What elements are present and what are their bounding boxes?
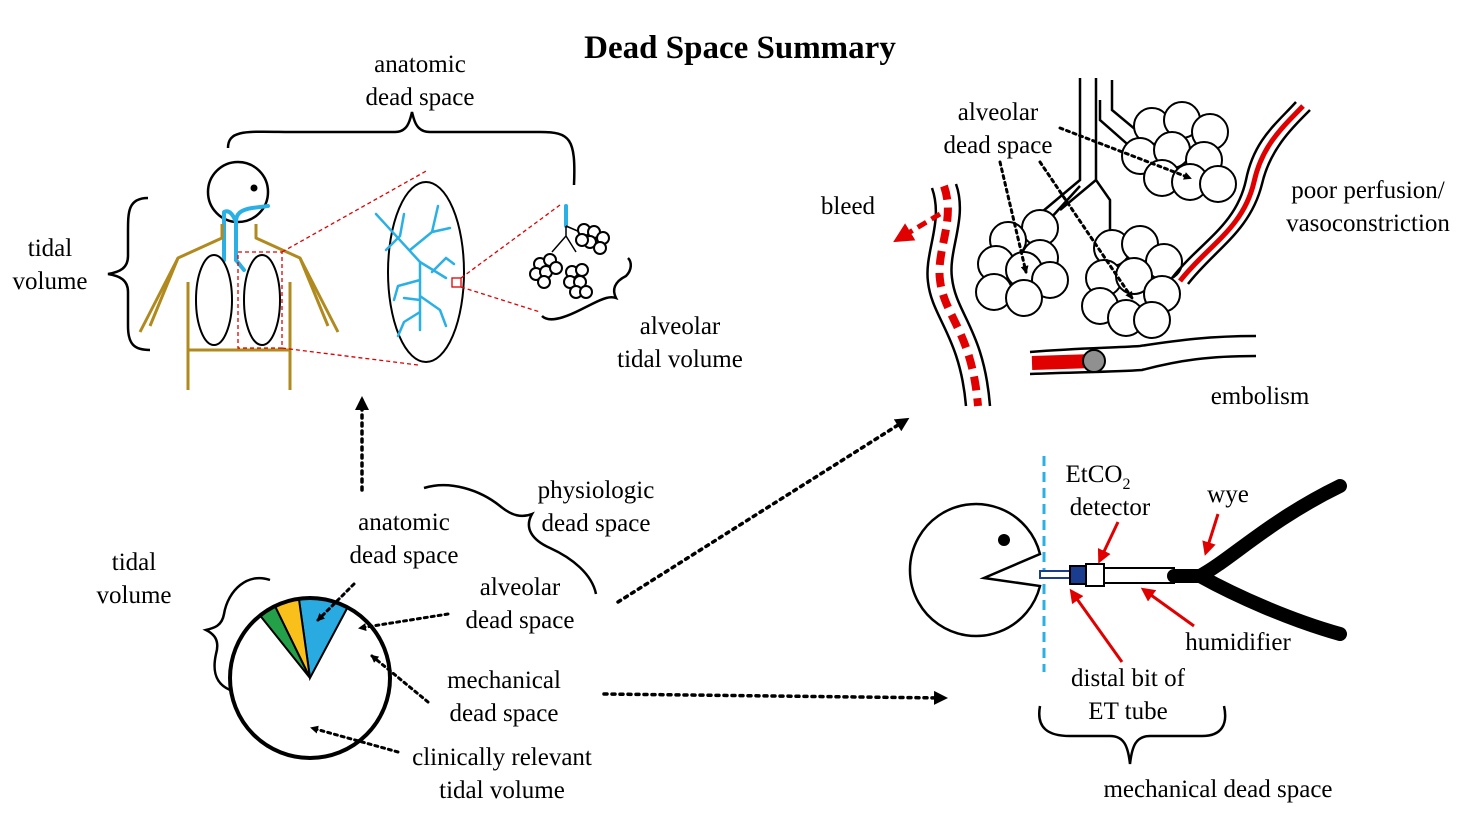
alveolar-pie-label-line1: alveolar bbox=[480, 574, 561, 601]
mechanical-dead-space-label: mechanical dead space bbox=[1103, 776, 1332, 803]
upper-airway bbox=[222, 204, 270, 262]
et-tube-distal bbox=[1039, 570, 1071, 579]
tidal-volume-pie-line1: tidal bbox=[112, 549, 156, 576]
left-lung bbox=[195, 254, 233, 346]
physiologic-brace bbox=[423, 484, 598, 595]
right-lung bbox=[243, 254, 281, 346]
alveolar-pie-label-line2: dead space bbox=[466, 607, 575, 634]
tidal-volume-top-line2: volume bbox=[13, 268, 88, 295]
distal-bit-line1: distal bit of bbox=[1071, 665, 1186, 692]
pointer-clinically-relevant bbox=[310, 725, 400, 754]
patient-head bbox=[908, 502, 1042, 638]
constricted-vessel-wall-b bbox=[1187, 109, 1311, 285]
alveoli-cluster-right bbox=[1081, 225, 1183, 339]
alveolar-dead-space-top-line1: alveolar bbox=[958, 99, 1039, 126]
ventilator-tubing bbox=[1167, 479, 1347, 641]
embolism-vessel-lower-wall bbox=[1029, 354, 1257, 376]
poor-perfusion-line2: vasoconstriction bbox=[1286, 210, 1450, 237]
airway-tree-outline bbox=[1029, 78, 1149, 240]
etco2-label: EtCO2 bbox=[1066, 461, 1131, 493]
arrow-to-alveolar-panel bbox=[616, 417, 910, 604]
mechanical-brace bbox=[1037, 705, 1227, 765]
bleed-label: bleed bbox=[821, 193, 876, 220]
bleed-arrow bbox=[893, 211, 942, 243]
distal-bit-line2: ET tube bbox=[1088, 698, 1167, 725]
pointer-anatomic-slice bbox=[316, 582, 356, 622]
anatomic-pie-label-line1: anatomic bbox=[358, 509, 450, 536]
pointer-mechanical-slice bbox=[370, 654, 430, 704]
alveolar-tidal-brace bbox=[541, 257, 632, 321]
alveolar-tidal-volume-line1: alveolar bbox=[640, 313, 721, 340]
arrow-to-mechanical-panel bbox=[602, 690, 948, 705]
mechanical-pie-label-line1: mechanical bbox=[447, 667, 561, 694]
alveolar-tidal-volume-line2: tidal volume bbox=[617, 346, 743, 373]
alveoli-guide-bottom bbox=[460, 286, 541, 313]
anatomic-dead-space-panel: anatomic dead space tidal volume bbox=[13, 51, 743, 390]
etco2-pointer bbox=[1097, 521, 1120, 564]
pie-outline bbox=[228, 596, 392, 760]
bleed-vessel-right-wall bbox=[950, 183, 992, 407]
etco2-detector-body bbox=[1085, 563, 1105, 587]
clinically-relevant-line2: tidal volume bbox=[439, 777, 565, 804]
pie-tidal-brace bbox=[202, 577, 271, 692]
physiologic-label-line1: physiologic bbox=[538, 477, 655, 504]
dead-space-pie bbox=[258, 597, 349, 682]
pointer-to-top-cluster bbox=[1058, 126, 1192, 180]
mechanical-pie-label-line2: dead space bbox=[450, 700, 559, 727]
bleed-vessel-flow bbox=[935, 184, 982, 407]
tidal-volume-top-line1: tidal bbox=[28, 235, 72, 262]
alveoli-cluster-top bbox=[1121, 101, 1237, 203]
body-outline bbox=[138, 224, 340, 390]
zoom-box bbox=[237, 251, 283, 349]
alveolar-dead-space-top-line2: dead space bbox=[944, 132, 1053, 159]
humidifier-label: humidifier bbox=[1185, 629, 1291, 656]
tidal-volume-pie-line2: volume bbox=[97, 582, 172, 609]
eye-dot bbox=[250, 184, 258, 192]
anatomic-top-label-line2: dead space bbox=[366, 84, 475, 111]
alveoli-cluster-left bbox=[975, 209, 1069, 317]
alveolar-dead-space-panel: alveolar dead space bleed bbox=[821, 78, 1450, 410]
wye-pointer bbox=[1202, 513, 1220, 556]
anatomic-pie-label-line2: dead space bbox=[350, 542, 459, 569]
patient-eye bbox=[998, 534, 1010, 546]
tidal-volume-brace bbox=[107, 196, 151, 352]
pointer-alveolar-slice bbox=[358, 612, 450, 632]
humidifier-pointer bbox=[1140, 587, 1195, 628]
shoulder-line bbox=[148, 257, 330, 327]
bronchial-tree bbox=[374, 204, 456, 338]
clinically-relevant-line1: clinically relevant bbox=[412, 744, 592, 771]
anatomic-dead-space-brace bbox=[226, 111, 576, 186]
embolism-vessel-upper-wall bbox=[1029, 334, 1257, 354]
constricted-vessel-flow bbox=[1178, 104, 1305, 283]
dead-space-pie-panel: physiologic dead space anatomic dead spa… bbox=[97, 396, 948, 804]
pointer-to-right-cluster bbox=[1038, 160, 1134, 300]
diagram-title: Dead Space Summary bbox=[584, 30, 896, 66]
lung-zoom-ellipse bbox=[387, 181, 465, 363]
mechanical-dead-space-panel: EtCO2 detector wye humidifier distal bit… bbox=[908, 456, 1347, 803]
alveoli-zoom-box bbox=[451, 277, 462, 288]
anatomic-top-label-line1: anatomic bbox=[374, 51, 466, 78]
humidifier-body bbox=[1103, 567, 1175, 584]
et-tube-connector bbox=[1069, 565, 1087, 585]
distal-bit-pointer bbox=[1069, 588, 1124, 663]
pointer-to-left-cluster bbox=[998, 160, 1029, 274]
poor-perfusion-line1: poor perfusion/ bbox=[1291, 177, 1444, 204]
embolus bbox=[1082, 349, 1106, 373]
physiologic-label-line2: dead space bbox=[542, 510, 651, 537]
detector-label: detector bbox=[1070, 494, 1151, 521]
constricted-vessel-wall-a bbox=[1171, 101, 1297, 279]
alveolar-sacs bbox=[529, 223, 610, 299]
embolism-label: embolism bbox=[1211, 383, 1310, 410]
wye-label: wye bbox=[1207, 481, 1249, 508]
zoom-guide-bottom bbox=[281, 347, 419, 366]
